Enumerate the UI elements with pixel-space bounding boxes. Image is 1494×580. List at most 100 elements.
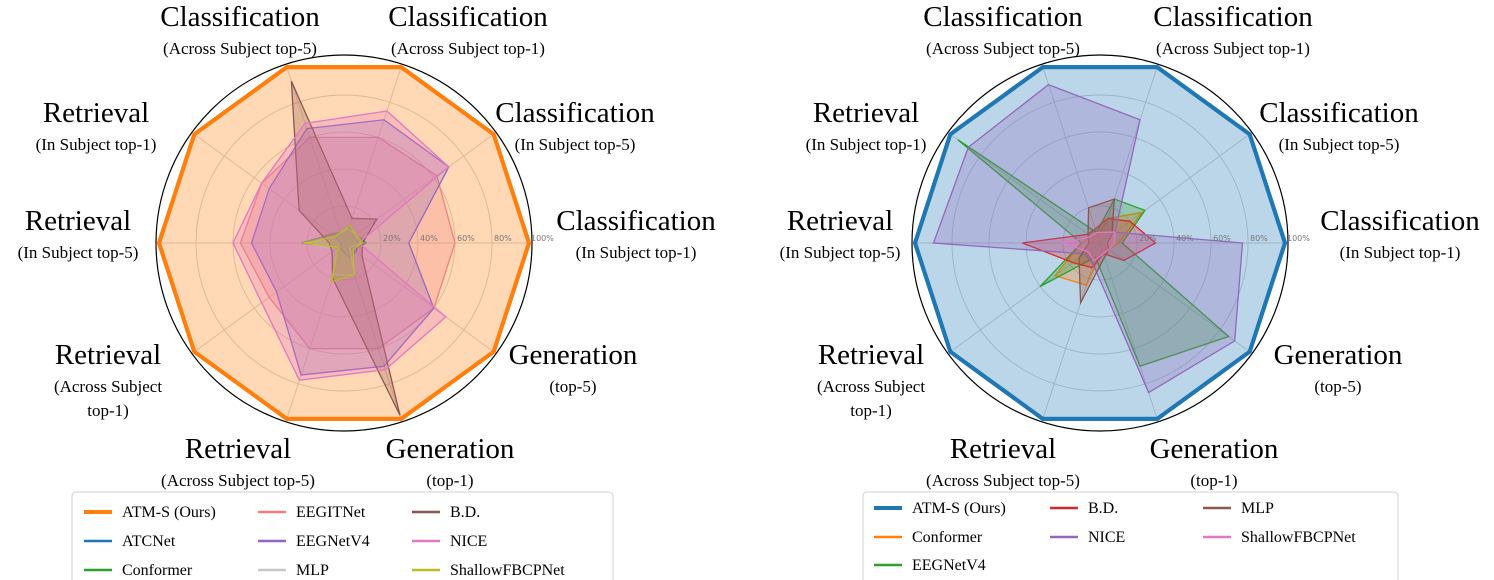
legend-label: EEGITNet: [296, 504, 366, 521]
axis-label-title: Generation: [1150, 433, 1279, 465]
legend-label: ShallowFBCPNet: [1241, 529, 1356, 546]
axis-label-subtitle: (Across Subject top-5): [926, 39, 1080, 58]
axis-label-subtitle: (In Subject top-5): [1279, 135, 1400, 154]
axis-label-subtitle: (Across Subject top-5): [161, 471, 315, 490]
axis-label-title: Classification: [388, 1, 548, 33]
series-outline-hero: [156, 65, 532, 421]
axis-label-subtitle: (Across Subject top-5): [926, 471, 1080, 490]
legend-2: ATM-S (Ours) B.D. MLP Conformer NICE ShallowF…: [862, 491, 1399, 580]
legend-label: ATM-S (Ours): [122, 504, 216, 521]
grid-spoke: [286, 66, 345, 244]
axis-label-title: Classification: [160, 1, 320, 33]
tick-label: 20%: [383, 234, 401, 243]
axis-label-title: Generation: [1274, 339, 1403, 371]
outer-circle: [155, 54, 533, 432]
series-group: [912, 65, 1288, 421]
axis-label-subtitle: (In Subject top-5): [18, 243, 139, 262]
tick-label: 20%: [1139, 234, 1157, 243]
axis-label-title: Retrieval: [813, 97, 919, 129]
legend-label: Conformer: [912, 529, 983, 546]
grid-spoke: [1099, 133, 1250, 244]
series-group: [156, 65, 532, 421]
axis-label-subtitle: (In Subject top-1): [806, 135, 927, 154]
axis-label-title: Retrieval: [787, 205, 893, 237]
axis-label-title: Classification: [1259, 97, 1419, 129]
series-mlp: [1078, 198, 1116, 306]
series-outline-hero: [912, 65, 1288, 421]
legend-label: MLP: [296, 562, 329, 579]
axis-label-title: Generation: [509, 339, 638, 371]
grid-spoke: [1042, 242, 1101, 420]
legend-frame: [71, 491, 614, 580]
radar-chart-1: 20%40%60%80%100%Classification(In Subjec…: [18, 1, 717, 490]
grid-spoke: [343, 242, 494, 353]
grid-spoke: [343, 66, 402, 244]
axis-label-title: Generation: [386, 433, 515, 465]
axis-label-title: Retrieval: [25, 205, 131, 237]
grid: [915, 66, 1285, 420]
radar-chart-2: 20% 40% 60% 80% 100% Classification (In Subjec…: [780, 1, 1481, 490]
tick-label: 60%: [457, 234, 475, 243]
grid-spoke: [1099, 66, 1158, 244]
axis-label-subtitle: (top-1): [1190, 471, 1237, 490]
grid-spoke: [343, 133, 494, 244]
axis-label-subtitle: (In Subject top-5): [515, 135, 636, 154]
tick-label: 80%: [1250, 234, 1268, 243]
legend-label: Conformer: [122, 562, 193, 579]
axis-label-subtitle: (Across Subject top-1): [391, 39, 545, 58]
axis-label-subtitle: top-1): [87, 401, 129, 420]
axis-label-subtitle: (top-1): [426, 471, 473, 490]
series-shallowfbcpnet: [303, 224, 364, 283]
legend-label: NICE: [450, 533, 487, 550]
grid-spoke: [950, 133, 1101, 244]
axis-label-subtitle: (In Subject top-1): [576, 243, 697, 262]
axis-label-subtitle: top-1): [850, 401, 892, 420]
axis-label-title: Retrieval: [185, 433, 291, 465]
series-nice: [232, 110, 450, 381]
legend-frame: [862, 491, 1399, 580]
tick-label: 40%: [1176, 234, 1194, 243]
legend-label: NICE: [1088, 529, 1125, 546]
axis-label-subtitle: (In Subject top-1): [36, 135, 157, 154]
grid-spoke: [1042, 66, 1101, 244]
legend-label: ATM-S (Ours): [912, 500, 1006, 517]
legend-label: ShallowFBCPNet: [450, 562, 565, 579]
legend-label: MLP: [1241, 500, 1274, 517]
legend-label: B.D.: [1088, 500, 1118, 517]
axis-label-title: Retrieval: [818, 339, 924, 371]
legend-1: ATM-S (Ours) EEGITNet B.D. ATCNet EEGNetV4 NI…: [71, 491, 614, 580]
axis-label-title: Retrieval: [950, 433, 1056, 465]
axis-label-title: Classification: [495, 97, 655, 129]
axis-label-subtitle: (top-5): [1314, 377, 1361, 396]
legend-label: EEGNetV4: [912, 557, 986, 574]
series-eegitnet: [239, 136, 456, 350]
axis-label-subtitle: (In Subject top-5): [780, 243, 901, 262]
axis-label-title: Classification: [1153, 1, 1313, 33]
axis-label-subtitle: (Across Subject top-5): [163, 39, 317, 58]
axis-label-subtitle: (top-5): [549, 377, 596, 396]
axis-label-title: Classification: [923, 1, 1083, 33]
series-eegnetv4: [957, 139, 1230, 368]
axis-label-subtitle: (Across Subject top-1): [1156, 39, 1310, 58]
axis-label-subtitle: (Across Subject: [817, 377, 925, 396]
axis-label-title: Classification: [1320, 205, 1480, 237]
tick-label: 100%: [1287, 234, 1310, 243]
legend-label: ATCNet: [122, 533, 176, 550]
axis-label-subtitle: (In Subject top-1): [1340, 243, 1461, 262]
legend-label: B.D.: [450, 504, 480, 521]
axis-label-title: Retrieval: [43, 97, 149, 129]
axis-label-title: Classification: [556, 205, 716, 237]
tick-label: 40%: [420, 234, 438, 243]
legend-label: EEGNetV4: [296, 533, 370, 550]
tick-label: 60%: [1213, 234, 1231, 243]
axis-label-title: Retrieval: [55, 339, 161, 371]
series-b-d: [290, 80, 401, 416]
tick-label: 100%: [531, 234, 554, 243]
grid-spoke: [950, 242, 1101, 353]
axis-label-subtitle: (Across Subject: [54, 377, 162, 396]
series-shallowfbcpnet: [1060, 231, 1116, 262]
tick-label: 80%: [494, 234, 512, 243]
outer-circle: [911, 54, 1289, 432]
